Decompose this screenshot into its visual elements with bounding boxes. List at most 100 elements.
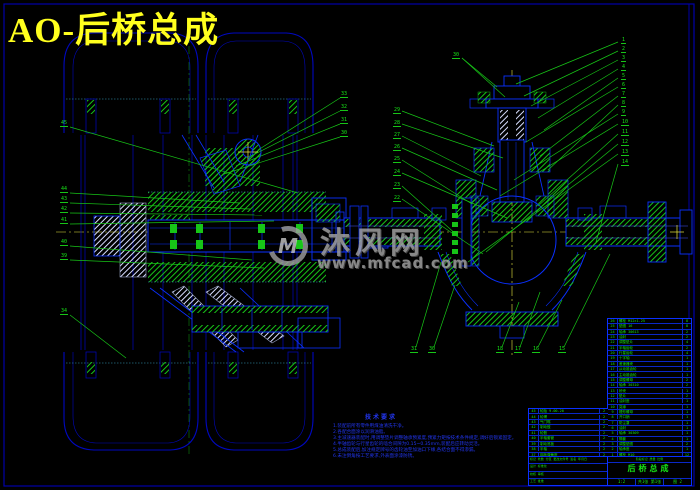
part-callout-29: 29 (393, 107, 402, 114)
note-line: 1.装配前所有零件用煤油清洗干净。 (333, 424, 407, 429)
part-callout-32: 32 (340, 104, 349, 111)
part-callout-41: 41 (60, 217, 69, 224)
part-callout-16: 16 (532, 346, 541, 353)
part-callout-17: 17 (514, 346, 523, 353)
technical-notes-title: 技术要求 (365, 414, 398, 421)
part-callout-26: 26 (393, 144, 402, 151)
part-callout-13: 13 (621, 149, 630, 156)
part-callout-34: 34 (60, 308, 69, 315)
signature-row: 标记 处数 分区 更改文件号 签名 年月日 (529, 457, 607, 465)
part-callout-2: 2 (621, 46, 627, 53)
part-callout-23: 23 (393, 182, 402, 189)
part-callout-3: 3 (621, 55, 627, 62)
part-callout-31: 31 (410, 346, 419, 353)
watermark: M 沐风网 www.mfcad.com (261, 218, 468, 280)
part-callout-24: 24 (393, 169, 402, 176)
note-line: 4.半轴齿轮与行星齿轮的啮合间隙为0.15~0.35mm,装配后应转动灵活。 (333, 441, 483, 447)
title-block-main: 阶段标记 质量 比例 后桥总成 1:2 共1张 第1张 图 2 (608, 457, 691, 485)
part-callout-40: 40 (60, 239, 69, 246)
drawing-scale: 1:2 (608, 479, 636, 485)
part-callout-8: 8 (621, 100, 627, 107)
watermark-site-name: 沐风网 (320, 226, 425, 261)
part-callout-9: 9 (621, 109, 627, 116)
part-callout-6: 6 (621, 82, 627, 89)
mfcad-logo-icon: M (261, 219, 315, 273)
part-callout-11: 11 (621, 129, 630, 136)
page-title: AO-后桥总成 (8, 11, 220, 50)
note-line: 3.主减速器装配时,用调整垫片调整轴承预紧度,预紧力矩按技术条件规定,调好后锁紧… (333, 435, 517, 441)
part-callout-45: 45 (60, 120, 69, 127)
part-callout-7: 7 (621, 91, 627, 98)
title-block-info: 阶段标记 质量 比例 (608, 457, 691, 463)
part-callout-12: 12 (621, 139, 630, 146)
part-callout-25: 25 (393, 156, 402, 163)
signature-row: 设计 标准化 (529, 464, 607, 472)
title-block-bottom: 1:2 共1张 第1张 图 2 (608, 478, 691, 485)
note-line: 2.各配合面涂以润滑油脂。 (333, 429, 388, 435)
part-callout-44: 44 (60, 186, 69, 193)
part-callout-18: 18 (496, 346, 505, 353)
part-callout-22: 22 (393, 195, 402, 202)
right-view-differential-section (335, 75, 693, 339)
part-callout-1: 1 (621, 37, 627, 44)
part-callout-15: 15 (558, 346, 567, 353)
leader-lines (69, 41, 619, 359)
part-callout-33: 33 (340, 91, 349, 98)
part-callout-42: 42 (60, 206, 69, 213)
technical-notes: 技术要求 1.装配前所有零件用煤油清洗干净。2.各配合面涂以润滑油脂。3.主减速… (333, 412, 516, 459)
assembly-name: 后桥总成 (627, 463, 672, 473)
drawing-number: 图 2 (673, 479, 682, 485)
part-callout-14: 14 (621, 159, 630, 166)
part-callout-31: 31 (340, 117, 349, 124)
part-callout-30: 30 (452, 52, 461, 59)
note-line: 6.未注倒角按工艺要求,外表面涂漆防锈。 (333, 453, 417, 459)
part-callout-30: 30 (340, 130, 349, 137)
watermark-site-url: www.mfcad.com (317, 254, 469, 272)
part-callout-4: 4 (621, 64, 627, 71)
signature-row: 校核 审核 (529, 472, 607, 479)
signature-row: 工艺 批准 (530, 478, 544, 483)
part-callout-39: 39 (60, 253, 69, 260)
part-callout-28: 28 (393, 120, 402, 127)
sheet-info: 共1张 第1张 (636, 479, 664, 485)
part-callout-10: 10 (621, 119, 630, 126)
part-callout-27: 27 (393, 132, 402, 139)
technical-notes-lines: 1.装配前所有零件用煤油清洗干净。2.各配合面涂以润滑油脂。3.主减速器装配时,… (333, 424, 516, 459)
title-block: 标记 处数 分区 更改文件号 签名 年月日设计 标准化校核 审核工艺 批准 阶段… (528, 456, 692, 486)
part-callout-5: 5 (621, 73, 627, 80)
note-line: 5.总成装配后,加注规定牌号的齿轮油至加油口下缘,各结合面不得渗漏。 (333, 447, 479, 453)
